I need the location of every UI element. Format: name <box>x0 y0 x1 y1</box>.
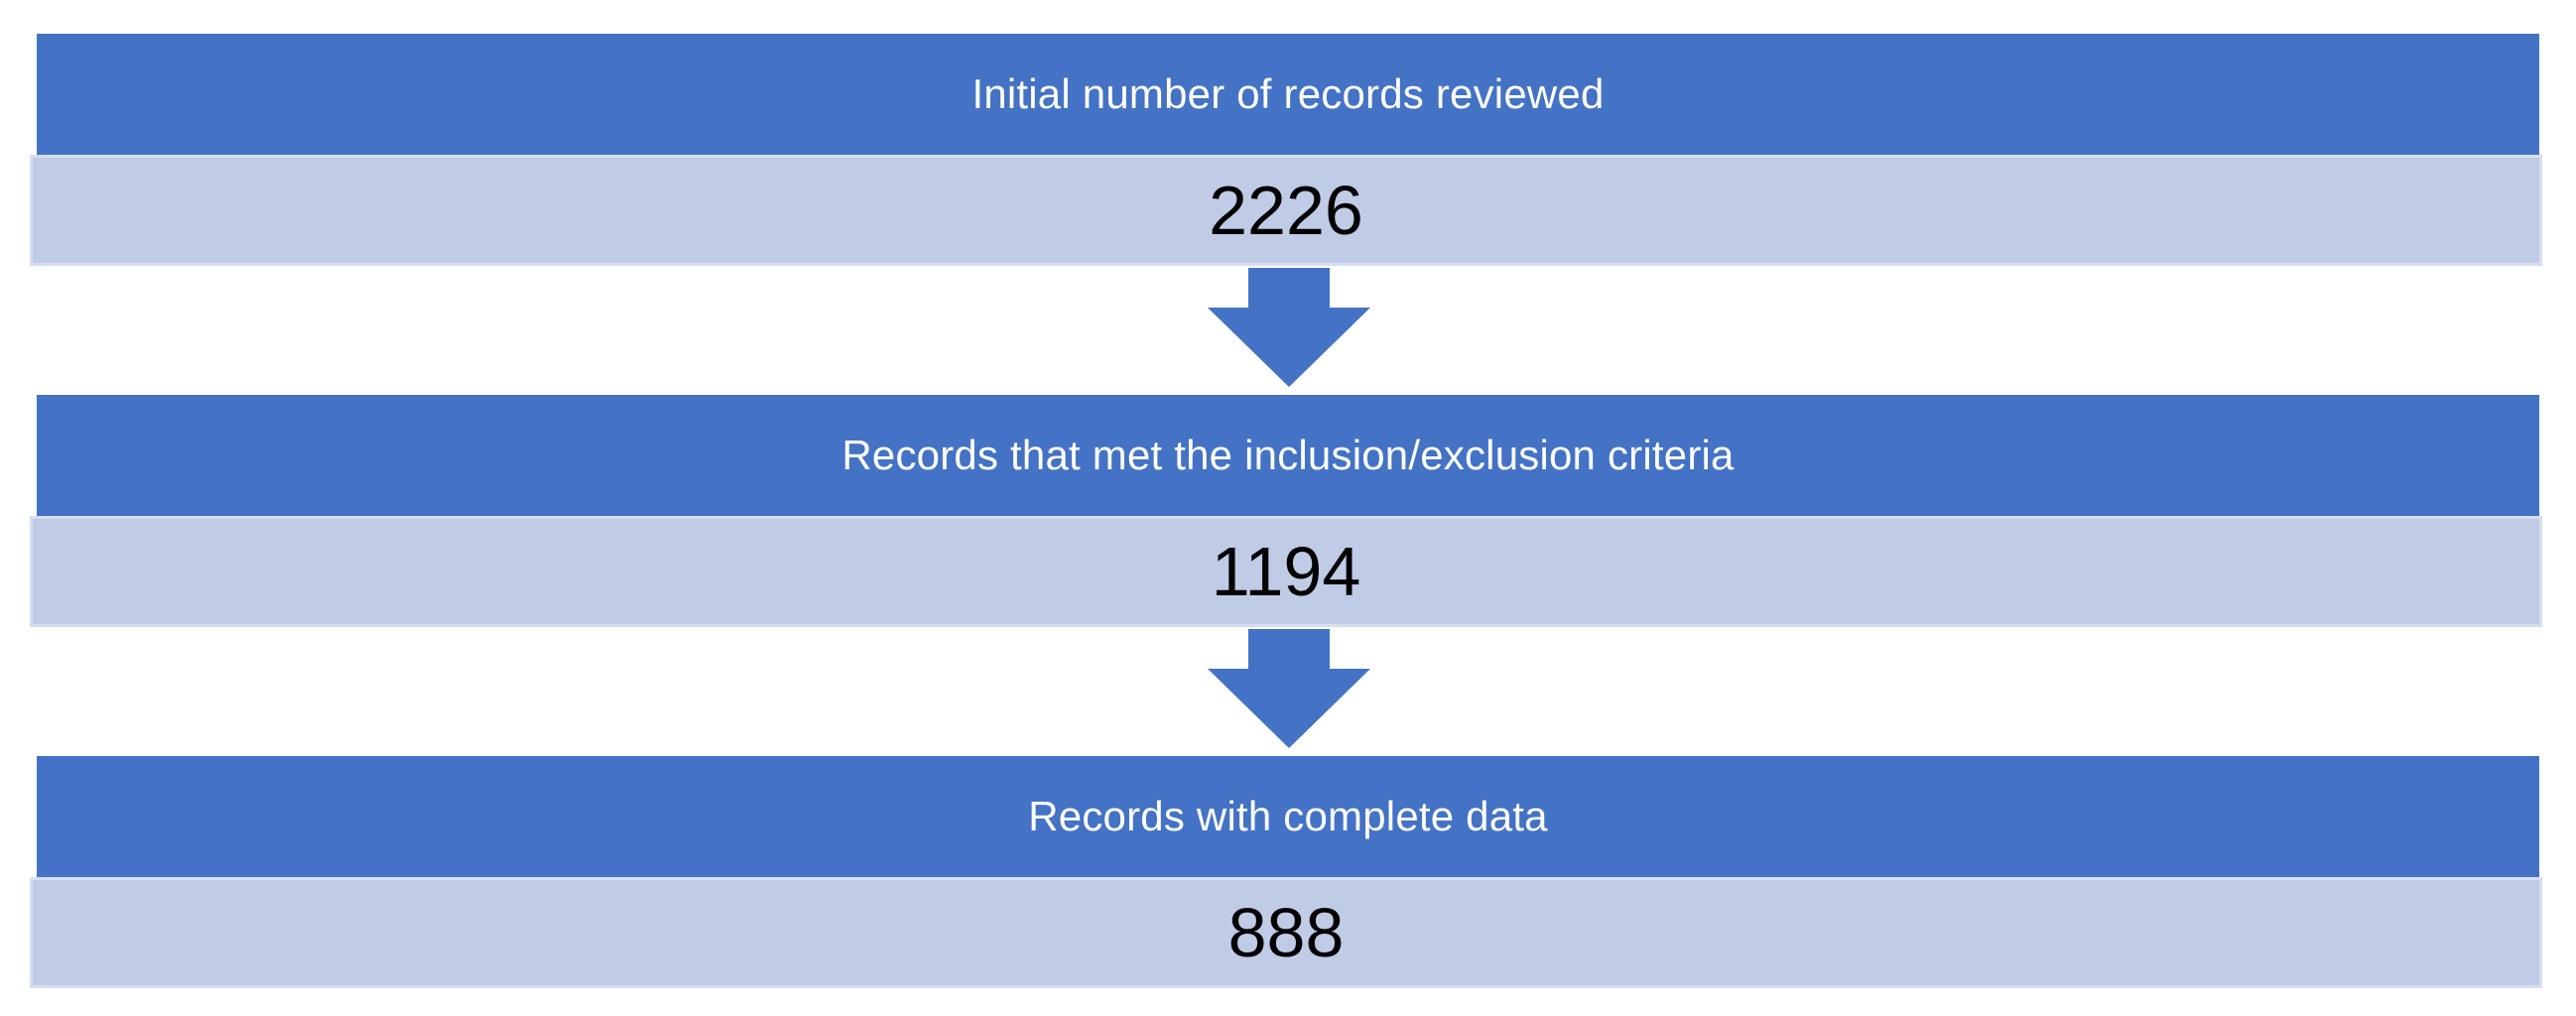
step-2-label: Records that met the inclusion/exclusion… <box>37 395 2539 516</box>
step-3-count: 888 <box>30 877 2542 988</box>
step-1-count: 2226 <box>30 155 2542 266</box>
step-2-count: 1194 <box>30 516 2542 627</box>
step-3-label: Records with complete data <box>37 756 2539 877</box>
down-arrow-icon <box>1208 629 1370 748</box>
step-1-label: Initial number of records reviewed <box>37 34 2539 155</box>
down-arrow-icon <box>1208 268 1370 387</box>
